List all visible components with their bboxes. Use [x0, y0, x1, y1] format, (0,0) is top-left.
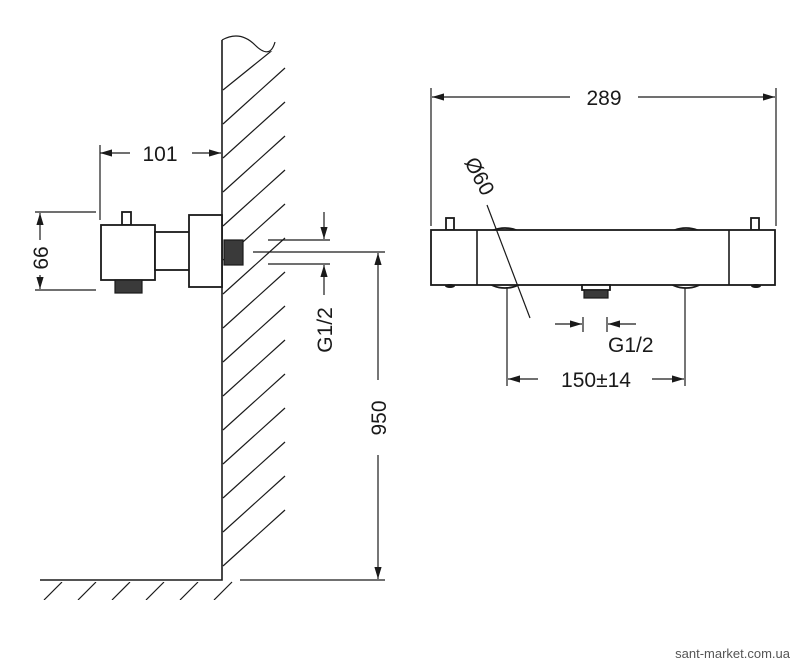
hatch-line	[213, 581, 233, 600]
dimension-150: 150±14	[506, 288, 686, 392]
hatch-line	[145, 581, 165, 600]
front-view-valve	[430, 217, 776, 299]
hatch-line	[222, 441, 286, 499]
hatch-line	[222, 373, 286, 431]
hatch-line	[222, 509, 286, 567]
hatch-line	[222, 407, 286, 465]
dim-150-label: 150±14	[561, 369, 631, 392]
dim-66-label: 66	[30, 246, 53, 269]
dim-g12-side-label: G1/2	[314, 307, 337, 353]
dimension-289: 289	[430, 87, 777, 226]
hatch-line	[111, 581, 131, 600]
wall-section	[40, 35, 286, 600]
dim-diameter-label: Ø60	[460, 154, 499, 200]
hatch-line	[179, 581, 199, 600]
hatch-line	[222, 475, 286, 533]
dim-g12-front-label: G1/2	[608, 334, 654, 357]
hatch-line	[43, 581, 63, 600]
hatch-line	[222, 67, 286, 125]
dim-101-label: 101	[142, 143, 177, 166]
dimension-g12-side: G1/2	[268, 212, 337, 353]
hatch-line	[222, 237, 286, 295]
side-view-valve	[100, 211, 244, 294]
hatch-line	[77, 581, 97, 600]
hatch-line	[222, 305, 286, 363]
dimension-950: 950	[240, 251, 391, 581]
hatch-line	[222, 135, 286, 193]
dim-289-label: 289	[586, 87, 621, 110]
hatch-line	[222, 169, 286, 227]
dimension-66: 66	[30, 211, 96, 291]
dim-950-label: 950	[368, 400, 391, 435]
dimension-g12-front: G1/2	[555, 317, 654, 357]
dimension-101: 101	[99, 143, 221, 220]
hatch-line	[222, 39, 286, 91]
hatch-line	[222, 101, 286, 159]
hatch-line	[222, 339, 286, 397]
watermark: sant-market.com.ua	[675, 646, 791, 661]
hatch-line	[222, 271, 286, 329]
